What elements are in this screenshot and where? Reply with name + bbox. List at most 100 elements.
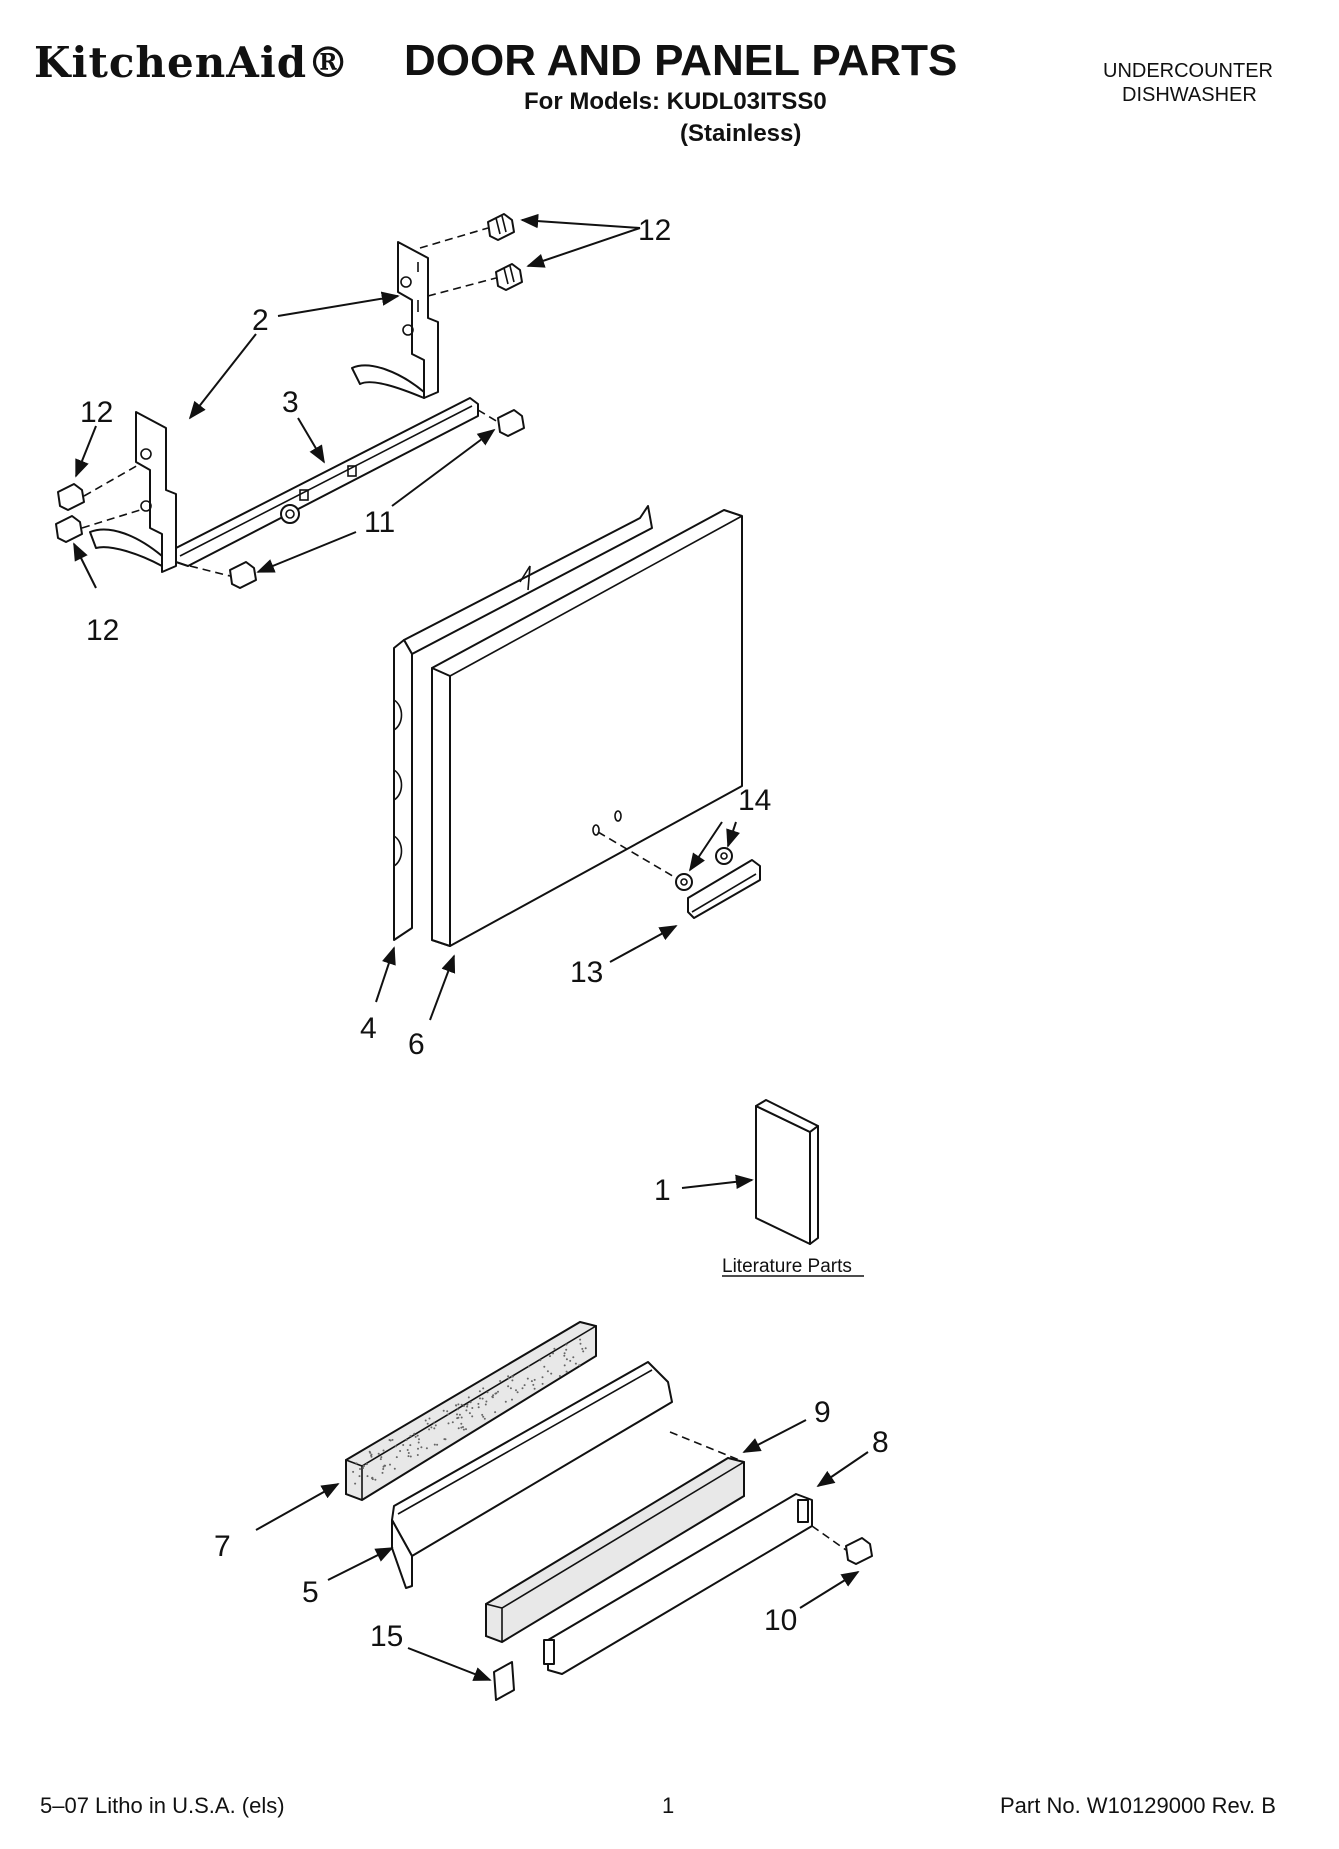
- callout-8: 8: [872, 1426, 889, 1459]
- foam-texture-dot: [479, 1397, 481, 1400]
- callout-12-left-bottom: 12: [86, 614, 119, 647]
- foam-texture-dot: [394, 1445, 397, 1448]
- foam-texture-dot: [380, 1456, 383, 1459]
- toe-foam-lower: [485, 1456, 745, 1644]
- foam-texture-dot: [546, 1370, 549, 1373]
- callout-2: 2: [252, 304, 269, 337]
- callout-3: 3: [282, 386, 299, 419]
- foam-texture-dot: [523, 1384, 526, 1387]
- foam-texture-dot: [509, 1387, 512, 1390]
- foam-texture-dot: [533, 1378, 536, 1381]
- foam-texture-dot: [482, 1415, 485, 1418]
- screw-12-upper-a: [487, 213, 515, 241]
- foam-texture-dot: [462, 1405, 465, 1407]
- foam-texture-dot: [565, 1370, 568, 1373]
- foam-texture-dot: [456, 1413, 458, 1416]
- callout-9: 9: [814, 1396, 831, 1429]
- foam-texture-dot: [457, 1403, 460, 1406]
- foam-texture-dot: [521, 1387, 524, 1390]
- foam-texture-dot: [391, 1438, 394, 1441]
- hinge-bracket-left: [89, 411, 177, 573]
- foam-texture-dot: [382, 1449, 385, 1452]
- foam-texture-dot: [409, 1455, 412, 1458]
- callout-7: 7: [214, 1530, 231, 1563]
- foam-texture-dot: [484, 1403, 487, 1406]
- page-title: DOOR AND PANEL PARTS: [404, 36, 958, 85]
- screw-12-upper-b: [495, 263, 523, 291]
- foam-texture-dot: [507, 1377, 510, 1380]
- foam-texture-dot: [533, 1387, 536, 1390]
- callout-13: 13: [570, 956, 603, 989]
- foam-texture-dot: [471, 1407, 474, 1409]
- foam-texture-dot: [374, 1478, 377, 1481]
- foam-texture-dot: [458, 1413, 461, 1416]
- foam-texture-dot: [483, 1417, 486, 1420]
- appliance-type-line-1: UNDERCOUNTER: [1103, 60, 1273, 82]
- foam-texture-dot: [399, 1450, 402, 1452]
- finish-line: (Stainless): [680, 120, 802, 147]
- foam-texture-dot: [550, 1372, 553, 1375]
- foam-texture-dot: [418, 1438, 420, 1441]
- callout-14: 14: [738, 784, 771, 817]
- foam-texture-dot: [549, 1355, 551, 1358]
- models-line: For Models: KUDL03ITSS0: [524, 88, 827, 115]
- foam-texture-dot: [417, 1447, 419, 1450]
- foam-texture-dot: [405, 1439, 408, 1441]
- foam-texture-dot: [460, 1422, 463, 1425]
- foam-texture-dot: [584, 1347, 587, 1350]
- foam-texture-dot: [532, 1383, 535, 1386]
- foam-texture-dot: [434, 1424, 437, 1427]
- foam-texture-dot: [515, 1389, 517, 1392]
- foam-texture-dot: [443, 1438, 446, 1441]
- callout-leaders: [73, 213, 869, 1681]
- foam-texture-dot: [477, 1406, 480, 1409]
- foam-texture-dot: [511, 1398, 513, 1401]
- callout-12-left-top: 12: [80, 396, 113, 429]
- toe-clip-15: [493, 1661, 515, 1701]
- brand-logo: KitchenAid®: [34, 38, 351, 87]
- foam-texture-dot: [507, 1385, 510, 1388]
- callout-5: 5: [302, 1576, 319, 1609]
- toe-panel-bracket: [391, 1361, 673, 1589]
- foam-texture-dot: [420, 1446, 423, 1449]
- foam-texture-dot: [406, 1449, 409, 1451]
- foam-texture-dot: [582, 1350, 585, 1353]
- foam-texture-dot: [565, 1358, 568, 1361]
- foam-texture-dot: [428, 1417, 431, 1420]
- foam-texture-dot: [460, 1426, 463, 1429]
- foam-texture-dot: [563, 1364, 566, 1367]
- foam-texture-dot: [359, 1468, 361, 1470]
- foam-texture-dot: [416, 1454, 419, 1456]
- foam-texture-dot: [455, 1404, 458, 1407]
- foam-texture-dot: [574, 1362, 577, 1365]
- callout-15: 15: [370, 1620, 403, 1653]
- foam-texture-dot: [504, 1400, 507, 1403]
- callout-1: 1: [654, 1174, 671, 1207]
- foam-texture-dot: [402, 1444, 405, 1446]
- foam-texture-dot: [477, 1402, 480, 1405]
- door-handle: [687, 859, 761, 919]
- foam-texture-dot: [447, 1422, 450, 1425]
- foam-texture-dot: [466, 1403, 469, 1406]
- foam-texture-dot: [407, 1455, 410, 1458]
- hinge-bracket-right: [351, 241, 439, 399]
- callout-10: 10: [764, 1604, 797, 1637]
- foam-texture-dot: [395, 1456, 398, 1459]
- foam-texture-dot: [581, 1347, 584, 1350]
- foam-texture-dot: [553, 1347, 556, 1350]
- foam-texture-dot: [512, 1375, 515, 1378]
- foam-texture-dot: [381, 1471, 384, 1474]
- hinge-rail: [175, 397, 479, 567]
- foam-texture-dot: [578, 1364, 581, 1367]
- foam-texture-dot: [497, 1390, 499, 1393]
- toe-screw-10: [845, 1537, 873, 1565]
- handle-nut-a: [675, 873, 693, 891]
- toe-foam-upper: [345, 1320, 597, 1502]
- foam-texture-dot: [482, 1387, 485, 1390]
- foam-texture-dot: [543, 1365, 546, 1368]
- foam-texture-dot: [494, 1392, 497, 1395]
- foam-texture-dot: [432, 1421, 435, 1424]
- foam-texture-dot: [354, 1482, 357, 1485]
- foam-texture-dot: [466, 1405, 469, 1408]
- foam-texture-dot: [471, 1415, 474, 1418]
